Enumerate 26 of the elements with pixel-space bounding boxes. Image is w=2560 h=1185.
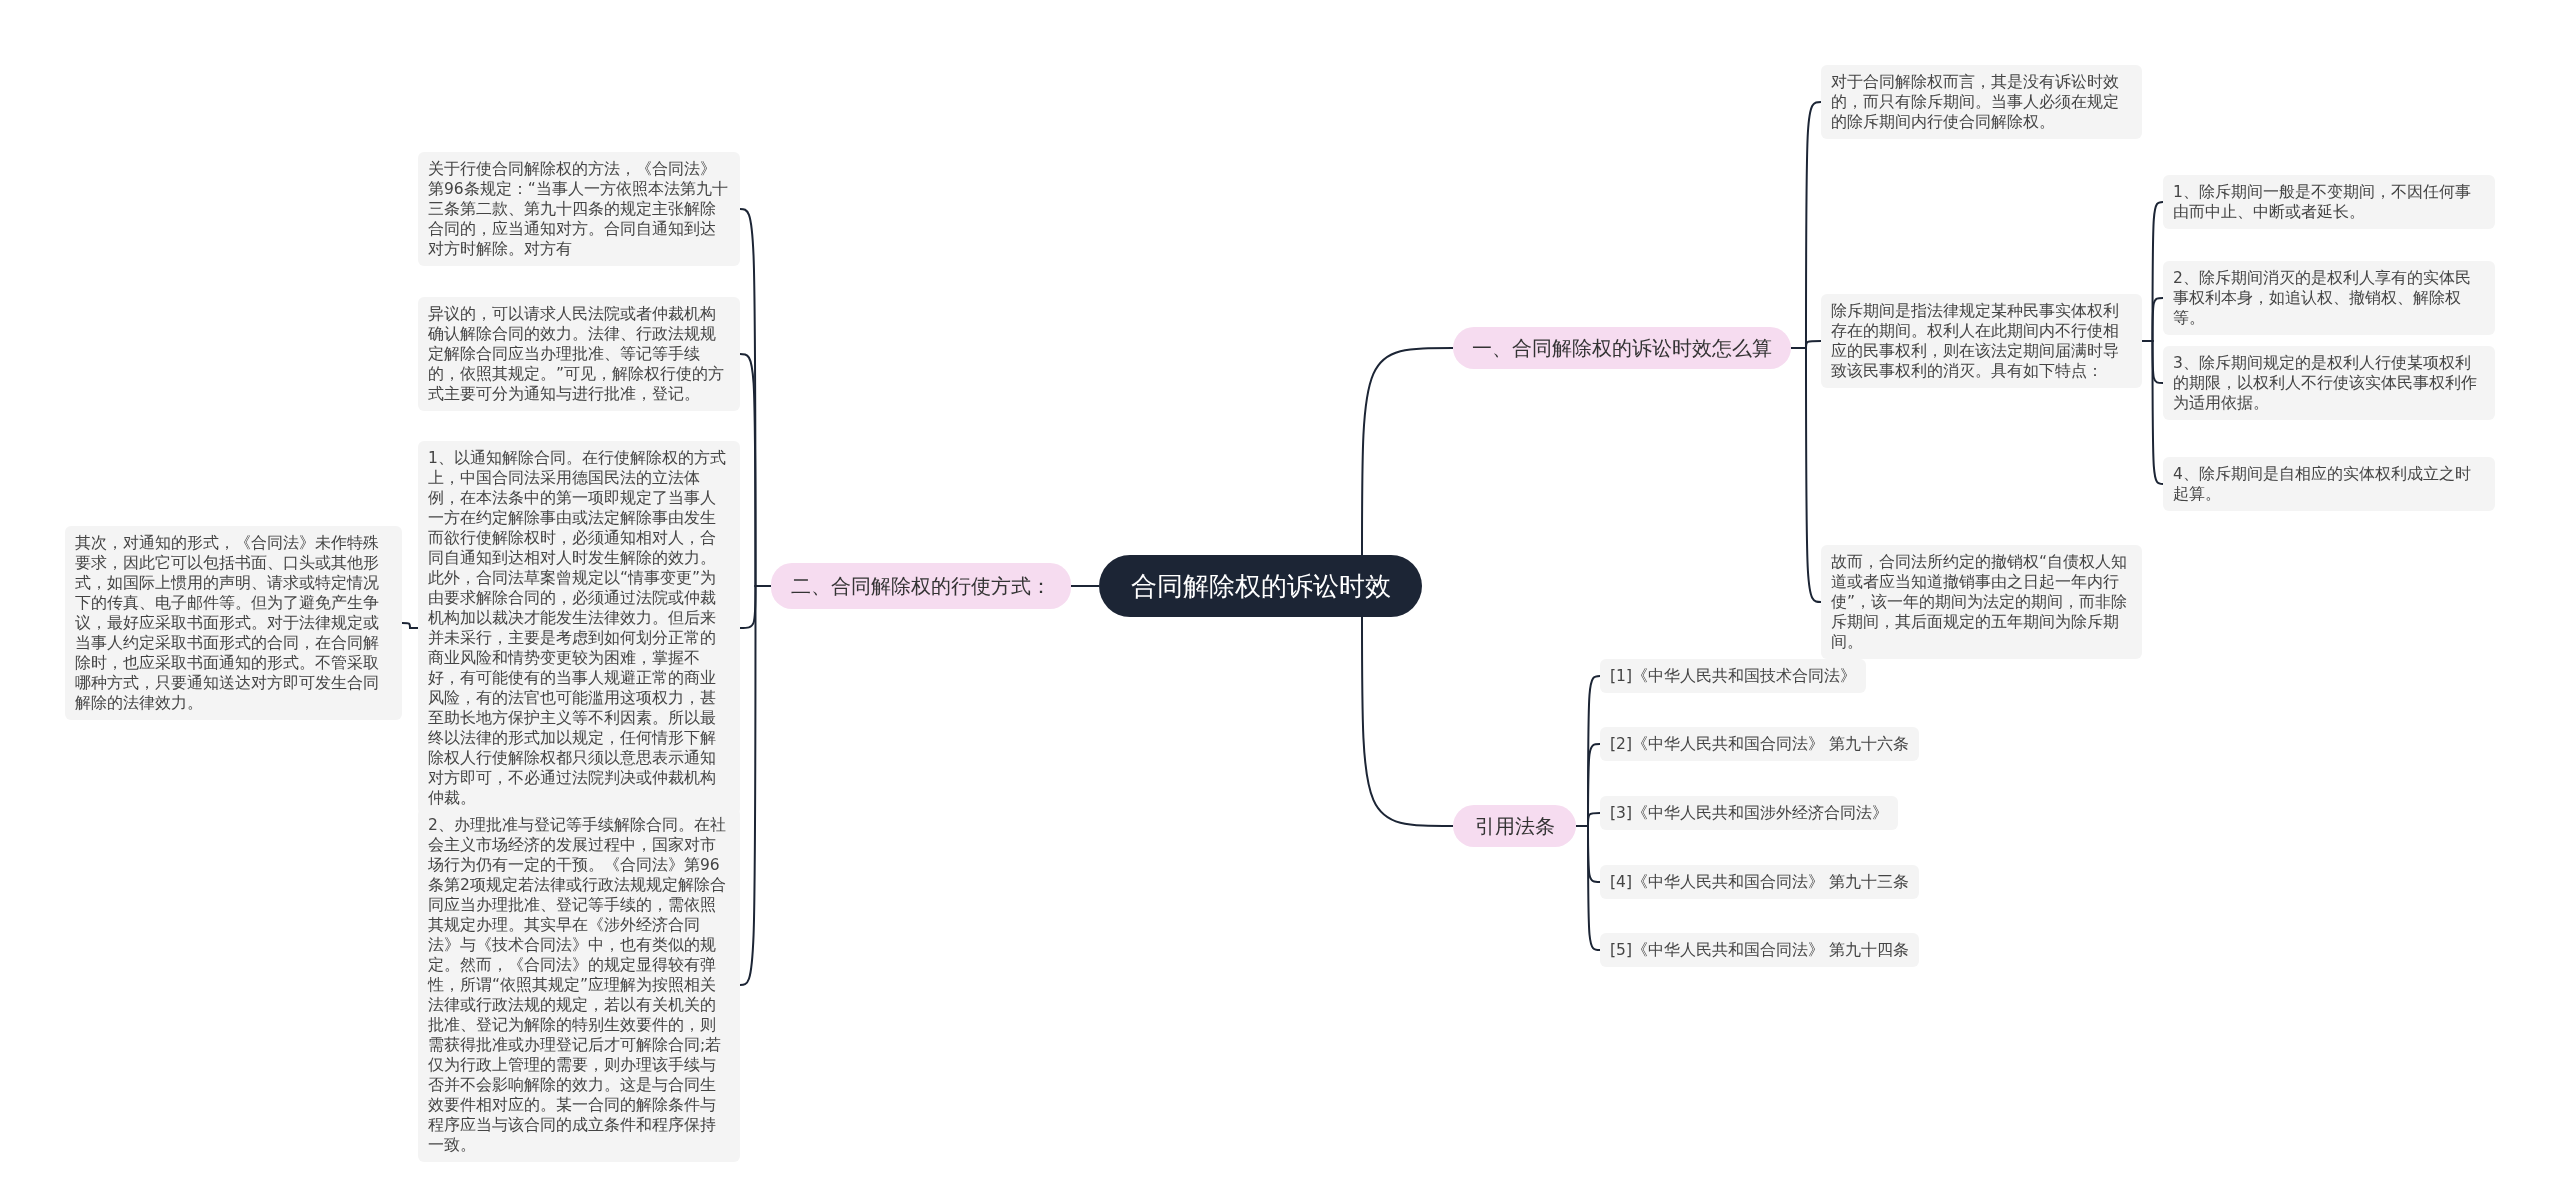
branch-topic: 引用法条 (1453, 805, 1576, 847)
text-card: 异议的，可以请求人民法院或者仲裁机构确认解除合同的效力。法律、行政法规规定解除合同应当办理批准、等记等手续的，依照其规定。”可见，解除权行使的方式主要可分为通知与进行批准，登记。 (418, 297, 740, 411)
text-card: 关于行使合同解除权的方法，《合同法》第96条规定：“当事人一方依照本法第九十三条第二款、第九十四条的规定主张解除合同的，应当通知对方。合同自通知到达对方时解除。对方有 (418, 152, 740, 266)
text-card: 1、除斥期间一般是不变期间，不因任何事由而中止、中断或者延长。 (2163, 175, 2495, 229)
reference-card: [2]《中华人民共和国合同法》 第九十六条 (1600, 727, 1919, 761)
text-card: 故而，合同法所约定的撤销权“自债权人知道或者应当知道撤销事由之日起一年内行使”，该一年的期间为法定的期间，而非除斥期间，其后面规定的五年期间为除斥期间。 (1821, 545, 2142, 659)
text-card: 除斥期间是指法律规定某种民事实体权利存在的期间。权利人在此期间内不行使相应的民事权利，则在该法定期间届满时导致该民事权利的消灭。具有如下特点： (1821, 294, 2142, 388)
text-card: 对于合同解除权而言，其是没有诉讼时效的，而只有除斥期间。当事人必须在规定的除斥期间内行使合同解除权。 (1821, 65, 2142, 139)
connector-line (1361, 347, 1454, 556)
text-card: 3、除斥期间规定的是权利人行使某项权利的期限，以权利人不行使该实体民事权利作为适用依据。 (2163, 346, 2495, 420)
branch-topic: 二、合同解除权的行使方式： (771, 563, 1071, 609)
connector-line (1361, 616, 1454, 827)
reference-card: [5]《中华人民共和国合同法》 第九十四条 (1600, 933, 1919, 967)
branch-topic: 一、合同解除权的诉讼时效怎么算 (1453, 327, 1791, 369)
connector-line (1575, 825, 1601, 951)
reference-card: [4]《中华人民共和国合同法》 第九十三条 (1600, 865, 1919, 899)
text-card: 其次，对通知的形式，《合同法》未作特殊要求，因此它可以包括书面、口头或其他形式，如国际上惯用的声明、请求或特定情况下的传真、电子邮件等。但为了避免产生争议，最好应采取书面形式。对于法律规定或当事人约定采取书面形式的合同，在合同解除时，也应采取书面通知的形式。不管采取哪种方式，只要通知送达对方即可发生合同解除的法律效力。 (65, 526, 402, 720)
reference-card: [1]《中华人民共和国技术合同法》 (1600, 659, 1866, 693)
central-topic: 合同解除权的诉讼时效 (1099, 555, 1422, 617)
text-card: 4、除斥期间是自相应的实体权利成立之时起算。 (2163, 457, 2495, 511)
connector-line (2141, 340, 2164, 485)
reference-card: [3]《中华人民共和国涉外经济合同法》 (1600, 796, 1898, 830)
text-card: 2、除斥期间消灭的是权利人享有的实体民事权利本身，如追认权、撤销权、解除权等。 (2163, 261, 2495, 335)
connector-line (1070, 585, 1100, 587)
connector-line (401, 622, 419, 629)
connector-line (1790, 347, 1822, 603)
